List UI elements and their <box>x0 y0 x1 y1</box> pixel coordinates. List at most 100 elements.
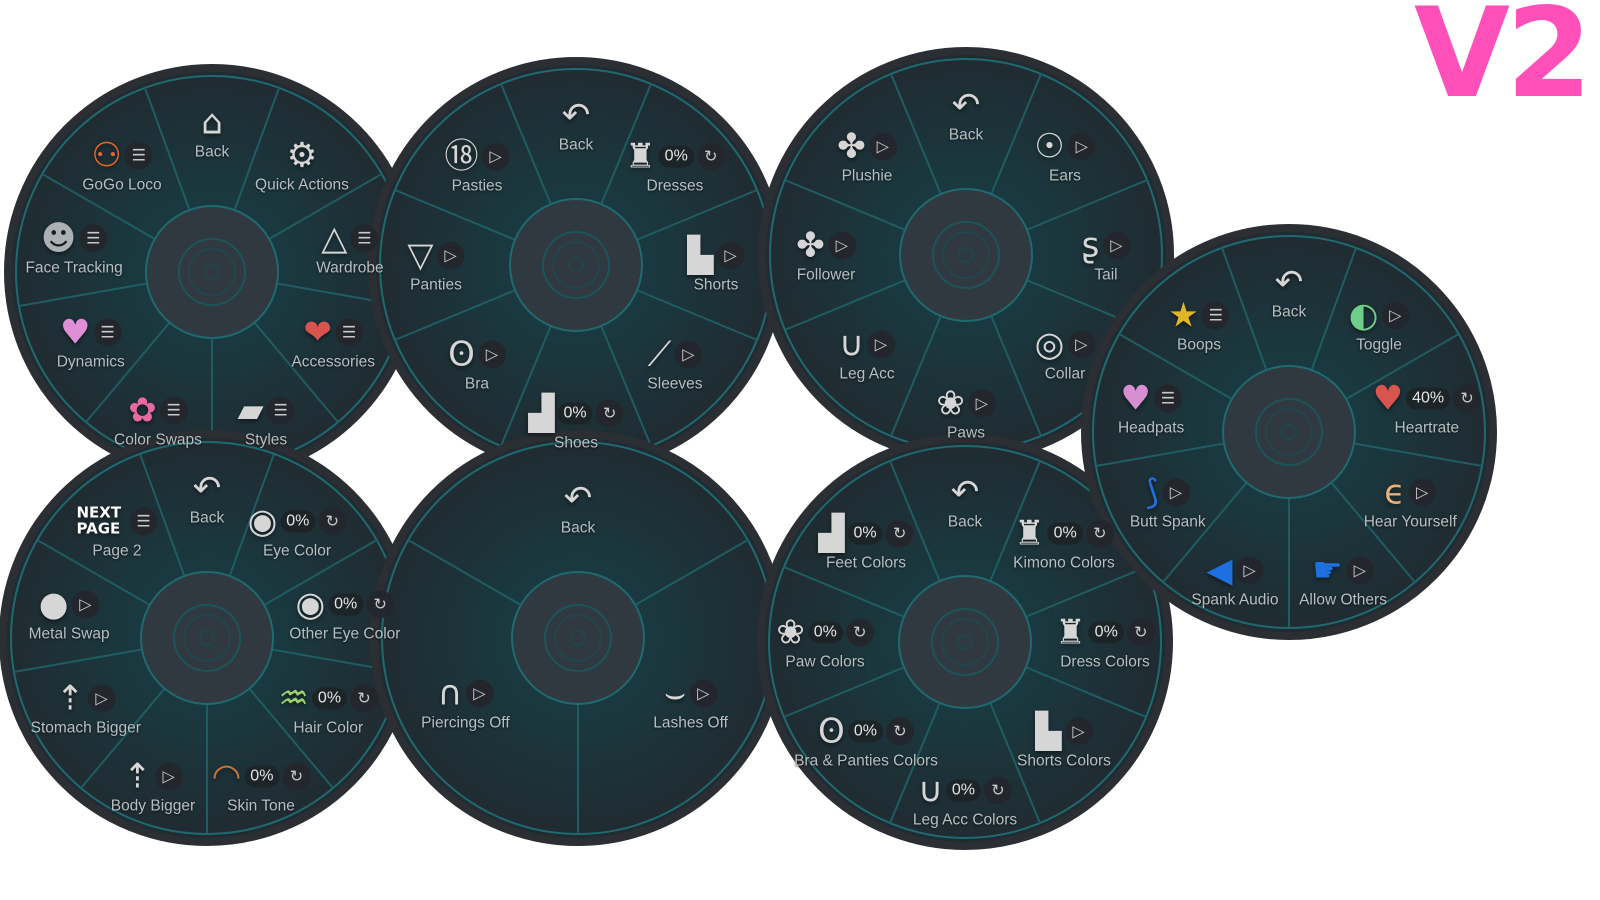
play-icon: ▷ <box>1235 556 1264 585</box>
menu-item-hair-color[interactable]: ♒0%↻Hair Color <box>278 679 379 738</box>
menu-item-label: Shorts Colors <box>1017 752 1111 770</box>
eye-icon: ◉ <box>295 584 326 625</box>
icon-row: ◐▷ <box>1349 295 1410 335</box>
menu-item-headpats[interactable]: ♥☰Headpats <box>1118 378 1184 437</box>
play-icon: ▷ <box>1067 132 1096 161</box>
menu-item-panties[interactable]: ▽▷Panties <box>407 236 465 295</box>
menu-item-sleeves[interactable]: ⟋▷Sleeves <box>647 334 702 393</box>
sleeve-icon: ⟋ <box>647 334 672 375</box>
refresh-icon: ↻ <box>845 618 874 647</box>
menu-item-hear-yourself[interactable]: ϵ▷Hear Yourself <box>1364 473 1457 532</box>
paw-icon: ❀ <box>936 383 965 424</box>
percent-value: 40% <box>1406 387 1451 410</box>
hub-ring <box>1255 398 1323 466</box>
menu-item-allow-others[interactable]: ☛▷Allow Others <box>1299 551 1387 610</box>
menu-item-dresses[interactable]: ♜0%↻Dresses <box>625 137 725 196</box>
menu-item-gogo-loco[interactable]: ⚇☰GoGo Loco <box>82 135 161 194</box>
menu-item-toggle[interactable]: ◐▷Toggle <box>1349 295 1410 354</box>
menu-item-eye-color[interactable]: ◉0%↻Eye Color <box>248 501 347 560</box>
menu-item-back[interactable]: ↶Back <box>190 469 224 528</box>
menu-item-label: Metal Swap <box>28 625 110 643</box>
menu-item-leg-acc[interactable]: ∪▷Leg Acc <box>839 324 895 383</box>
menu-item-plushie[interactable]: ✤▷Plushie <box>837 127 897 186</box>
hub-ring <box>1265 408 1313 456</box>
percent-value: 0% <box>847 720 883 743</box>
menu-item-back[interactable]: ⌂Back <box>195 103 229 162</box>
menu-item-piercings-off[interactable]: ∩▷Piercings Off <box>421 674 509 733</box>
menu-item-pasties[interactable]: ⑱▷Pasties <box>445 137 510 196</box>
gogo-loco-icon: ⚇ <box>91 135 122 176</box>
menu-item-dynamics[interactable]: ♥☰Dynamics <box>57 313 125 372</box>
menu-item-leg-acc-colors[interactable]: ∪0%↻Leg Acc Colors <box>913 771 1017 830</box>
menu-item-back[interactable]: ↶Back <box>559 96 593 155</box>
menu-item-stomach-bigger[interactable]: ⇡▷Stomach Bigger <box>31 679 141 738</box>
menu-item-collar[interactable]: ◎▷Collar <box>1035 324 1096 383</box>
menu-item-label: Allow Others <box>1299 591 1387 609</box>
menu-item-skin-tone[interactable]: ◠0%↻Skin Tone <box>212 757 311 816</box>
menu-item-shorts-colors[interactable]: ▙▷Shorts Colors <box>1017 711 1111 770</box>
menu-item-label: Lashes Off <box>653 714 728 732</box>
menu-item-quick-actions[interactable]: ⚙Quick Actions <box>255 135 349 194</box>
icon-row: ♜0%↻ <box>625 137 725 177</box>
menu-item-dress-colors[interactable]: ♜0%↻Dress Colors <box>1055 613 1155 672</box>
menu-item-back[interactable]: ↶Back <box>949 86 983 145</box>
icon-row: ▟0%↻ <box>528 394 624 434</box>
menu-item-shoes[interactable]: ▟0%↻Shoes <box>528 394 624 453</box>
menu-item-ears[interactable]: ☉▷Ears <box>1034 127 1096 186</box>
menu-item-label: Shorts <box>693 276 739 294</box>
menu-item-paws[interactable]: ❀▷Paws <box>936 384 996 443</box>
menu-item-face-tracking[interactable]: ☻☰Face Tracking <box>25 218 122 277</box>
menu-item-accessories[interactable]: ❤☰Accessories <box>291 313 375 372</box>
icon-row: ⟆▷ <box>1146 473 1190 513</box>
menu-item-boops[interactable]: ★☰Boops <box>1168 295 1230 354</box>
menu-item-tail[interactable]: ʂ▷Tail <box>1082 226 1131 285</box>
menu-item-back[interactable]: ↶Back <box>561 479 595 538</box>
menu-item-label: GoGo Loco <box>82 176 162 194</box>
menu-item-kimono-colors[interactable]: ♜0%↻Kimono Colors <box>1013 514 1115 573</box>
menu-item-paw-colors[interactable]: ❀0%↻Paw Colors <box>776 613 874 672</box>
menu-item-page-2[interactable]: NEXT PAGE☰Page 2 <box>77 501 158 560</box>
menu-item-label: Other Eye Color <box>289 625 401 643</box>
menu-item-label: Piercings Off <box>421 714 510 732</box>
eighteen-plus-icon: ⑱ <box>444 136 479 177</box>
icon-row: ⑱▷ <box>445 137 510 177</box>
segment-divider <box>636 189 758 241</box>
menu-item-color-swaps[interactable]: ✿☰Color Swaps <box>114 391 202 450</box>
menu-item-back[interactable]: ↶Back <box>1272 263 1306 322</box>
menu-item-feet-colors[interactable]: ▟0%↻Feet Colors <box>818 514 914 573</box>
menu-item-butt-spank[interactable]: ⟆▷Butt Spank <box>1130 473 1206 532</box>
menu-item-bra[interactable]: ʘ▷Bra <box>448 334 506 393</box>
home-back-icon: ⌂ <box>201 102 223 143</box>
menu-item-follower[interactable]: ✤▷Follower <box>796 226 856 285</box>
menu-item-wardrobe[interactable]: △☰Wardrobe <box>316 218 383 277</box>
icon-row: ◀▷ <box>1206 550 1264 591</box>
submenu-list-icon: ☰ <box>1201 301 1230 330</box>
icon-row: ▙▷ <box>687 236 745 276</box>
ear-icon: ϵ <box>1384 472 1406 513</box>
play-icon: ▷ <box>967 389 996 418</box>
menu-item-metal-swap[interactable]: ●▷Metal Swap <box>29 584 110 643</box>
menu-item-lashes-off[interactable]: ⌣▷Lashes Off <box>653 674 728 733</box>
play-icon: ▷ <box>71 590 100 619</box>
bra-icon: ʘ <box>818 711 845 752</box>
icon-row: ◉0%↻ <box>295 584 395 625</box>
menu-item-label: Bra & Panties Colors <box>794 752 938 770</box>
menu-item-label: Back <box>558 136 594 154</box>
submenu-list-icon: ☰ <box>1153 384 1182 413</box>
speaker-icon: ◀ <box>1206 550 1233 591</box>
menu-item-body-bigger[interactable]: ⇡▷Body Bigger <box>111 757 195 816</box>
menu-item-label: Feet Colors <box>825 554 907 572</box>
segment-divider <box>85 321 171 423</box>
menu-item-label: Leg Acc Colors <box>912 811 1018 829</box>
menu-item-label: Headpats <box>1117 419 1185 437</box>
menu-item-styles[interactable]: ▰☰Styles <box>237 391 295 450</box>
segment-divider <box>500 83 552 205</box>
segment-divider <box>233 87 280 211</box>
menu-item-spank-audio[interactable]: ◀▷Spank Audio <box>1191 551 1278 610</box>
menu-item-back[interactable]: ↶Back <box>948 473 982 532</box>
icon-row: ↶ <box>562 96 591 136</box>
menu-item-other-eye-color[interactable]: ◉0%↻Other Eye Color <box>289 584 400 643</box>
menu-item-heartrate[interactable]: ♥40%↻Heartrate <box>1373 378 1482 437</box>
menu-item-shorts[interactable]: ▙▷Shorts <box>687 236 745 295</box>
